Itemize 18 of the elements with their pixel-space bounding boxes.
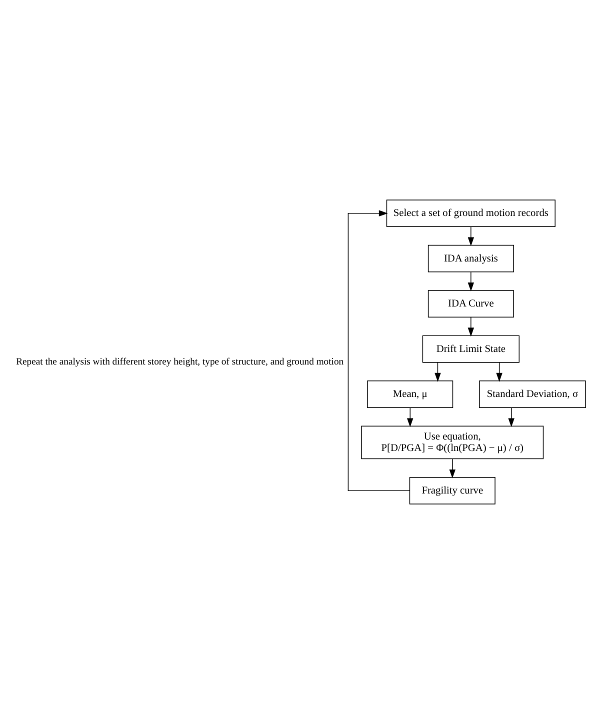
node-box: Use equation, P[D/PGA] = Φ((ln(PGA) − μ) / σ) bbox=[361, 426, 544, 460]
edge-label: Repeat the analysis with different storey height, type of structure, and ground motion bbox=[16, 356, 344, 368]
arrow bbox=[468, 317, 474, 337]
arrow bbox=[449, 458, 456, 478]
arrow bbox=[434, 362, 441, 382]
arrow bbox=[407, 407, 414, 428]
node-box: IDA Curve bbox=[428, 290, 514, 318]
arrow bbox=[496, 362, 502, 382]
arrow bbox=[508, 407, 514, 428]
node-box: Drift Limit State bbox=[422, 335, 520, 363]
node-box: Select a set of ground motion records bbox=[386, 200, 556, 228]
node-box: Mean, μ bbox=[367, 380, 454, 408]
arrow bbox=[348, 210, 410, 492]
arrow bbox=[468, 226, 474, 246]
node-box: Fragility curve bbox=[409, 476, 496, 504]
arrow bbox=[468, 272, 474, 292]
node-box: Standard Deviation, σ bbox=[479, 380, 586, 408]
node-box: IDA analysis bbox=[428, 244, 514, 272]
